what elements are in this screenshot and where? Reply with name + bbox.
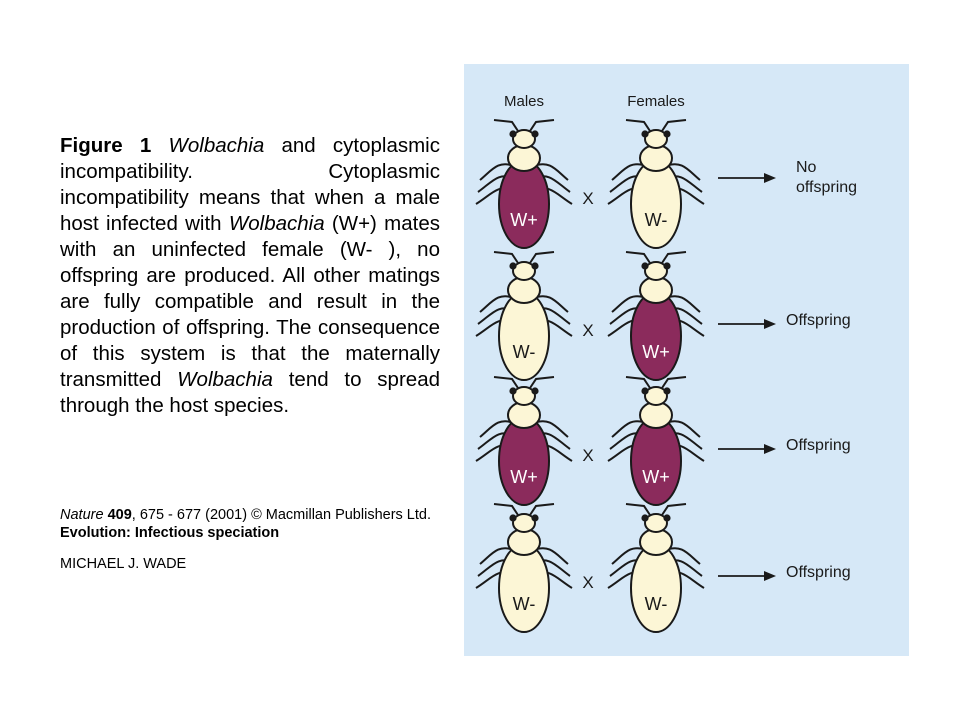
beetle-antenna xyxy=(625,503,653,519)
beetle-head xyxy=(644,129,668,149)
wolbachia-status-label: W+ xyxy=(510,210,538,230)
beetle-eye xyxy=(509,262,517,270)
beetle-infected: W+ xyxy=(475,119,573,249)
beetle-antenna xyxy=(659,251,687,267)
caption-text: and cytoplasmic incompatibility. Cytopla… xyxy=(60,134,440,235)
beetle-abdomen xyxy=(630,543,682,633)
beetle-eye xyxy=(531,514,539,522)
beetle-eye xyxy=(641,262,649,270)
cross-symbol: X xyxy=(582,446,593,465)
caption-paragraph: Figure 1 Wolbachia and cytoplasmic incom… xyxy=(60,133,440,419)
beetle-antenna xyxy=(625,251,653,267)
caption-text: tend to spread through the host species. xyxy=(60,368,440,417)
beetle-antenna xyxy=(527,251,555,267)
beetle-abdomen xyxy=(498,416,550,506)
males-header: Males xyxy=(504,93,544,110)
result-text: Offspring xyxy=(786,312,851,329)
beetle-uninfected: W- xyxy=(475,251,573,381)
beetle-uninfected: W- xyxy=(607,503,705,633)
beetle-infected: W+ xyxy=(607,251,705,381)
journal-name: Nature xyxy=(60,507,104,523)
wolbachia-status-label: W- xyxy=(513,594,536,614)
beetle-antenna xyxy=(527,503,555,519)
beetle-abdomen xyxy=(630,291,682,381)
caption-italic: Wolbachia xyxy=(177,368,273,391)
cross-symbol: X xyxy=(582,321,593,340)
article-title: Evolution: Infectious speciation xyxy=(60,525,280,541)
beetle-head xyxy=(512,261,536,281)
figure-label: Figure 1 xyxy=(60,134,152,157)
caption-text: (W+) mates with an uninfected female (W-… xyxy=(60,212,440,391)
beetle-antenna xyxy=(527,119,555,135)
arrow-head xyxy=(764,319,776,329)
beetle-head xyxy=(512,386,536,406)
figure-caption: Figure 1 Wolbachia and cytoplasmic incom… xyxy=(60,133,440,419)
result-text: Offspring xyxy=(786,437,851,454)
beetle-abdomen xyxy=(498,291,550,381)
journal-volume: 409 xyxy=(107,507,132,523)
beetle-abdomen xyxy=(630,416,682,506)
beetle-eye xyxy=(509,514,517,522)
cross-symbol: X xyxy=(582,573,593,592)
beetle-eye xyxy=(641,514,649,522)
beetle-head xyxy=(512,129,536,149)
beetle-eye xyxy=(663,514,671,522)
beetle-eye xyxy=(663,387,671,395)
beetle-antenna xyxy=(659,119,687,135)
wolbachia-status-label: W+ xyxy=(642,342,670,362)
beetle-head xyxy=(644,261,668,281)
wolbachia-status-label: W+ xyxy=(510,467,538,487)
beetle-antenna xyxy=(659,503,687,519)
beetle-abdomen xyxy=(498,543,550,633)
beetle-uninfected: W- xyxy=(607,119,705,249)
beetle-infected: W+ xyxy=(607,376,705,506)
result-text: offspring xyxy=(796,179,857,196)
author-name: MICHAEL J. WADE xyxy=(60,556,187,572)
cross-symbol: X xyxy=(582,189,593,208)
beetle-eye xyxy=(641,130,649,138)
beetle-antenna xyxy=(659,376,687,392)
beetle-eye xyxy=(531,130,539,138)
beetle-antenna xyxy=(527,376,555,392)
citation: Nature 409, 675 - 677 (2001) © Macmillan… xyxy=(60,506,440,542)
beetle-antenna xyxy=(493,503,521,519)
beetle-eye xyxy=(663,130,671,138)
beetle-eye xyxy=(641,387,649,395)
beetle-antenna xyxy=(493,119,521,135)
result-text: Offspring xyxy=(786,564,851,581)
arrow-head xyxy=(764,571,776,581)
arrow-head xyxy=(764,173,776,183)
beetle-eye xyxy=(509,130,517,138)
wolbachia-status-label: W- xyxy=(645,594,668,614)
citation-text: , 675 - 677 (2001) © Macmillan Publisher… xyxy=(131,507,431,523)
beetle-abdomen xyxy=(630,159,682,249)
caption-italic: Wolbachia xyxy=(228,212,325,235)
beetle-head xyxy=(512,513,536,533)
beetle-antenna xyxy=(493,376,521,392)
beetle-eye xyxy=(531,262,539,270)
wolbachia-status-label: W- xyxy=(513,342,536,362)
females-header: Females xyxy=(627,93,685,110)
beetle-antenna xyxy=(625,119,653,135)
beetle-head xyxy=(644,513,668,533)
wolbachia-status-label: W+ xyxy=(642,467,670,487)
beetle-antenna xyxy=(625,376,653,392)
wolbachia-status-label: W- xyxy=(645,210,668,230)
beetle-abdomen xyxy=(498,159,550,249)
result-text: No xyxy=(796,159,817,176)
beetle-eye xyxy=(663,262,671,270)
caption-italic: Wolbachia xyxy=(168,134,265,157)
beetle-eye xyxy=(531,387,539,395)
caption-text xyxy=(151,134,168,157)
beetle-infected: W+ xyxy=(475,376,573,506)
beetle-uninfected: W- xyxy=(475,503,573,633)
arrow-head xyxy=(764,444,776,454)
beetle-head xyxy=(644,386,668,406)
beetle-eye xyxy=(509,387,517,395)
beetle-antenna xyxy=(493,251,521,267)
